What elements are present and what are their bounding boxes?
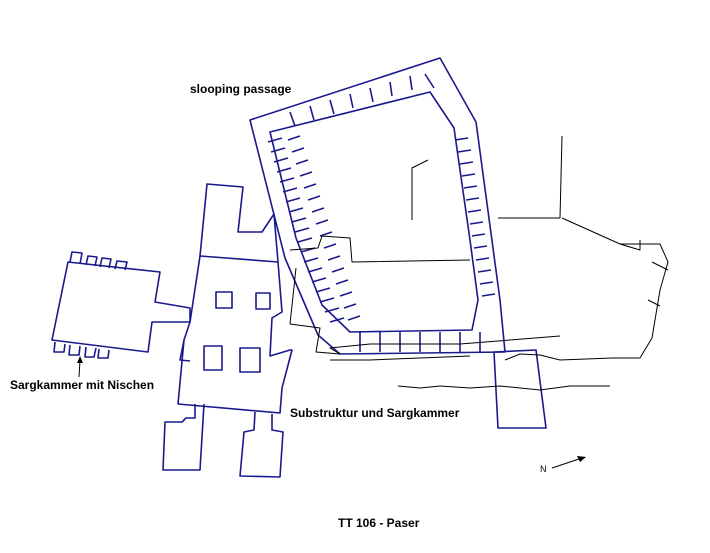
lower-room-right [239,411,284,478]
north-arrow [551,456,586,469]
upper-side-room [199,183,279,263]
central-hall-outline [177,255,293,414]
right-chamber [493,349,547,429]
side-recess [179,339,191,362]
burial-chamber-outline [51,261,191,353]
sloping-passage-label: slooping passage [190,82,292,96]
pillar [203,345,223,371]
context-line-left [411,159,429,220]
pillar [215,291,233,309]
passage-steps-mid [287,135,361,321]
context-outline [289,135,669,361]
passage-steps-left [267,137,345,323]
context-corridor [289,267,561,361]
passage-bottom-steps [359,332,481,352]
substructure-label: Substruktur und Sargkammer [290,406,460,420]
burial-chamber-niches-top [69,251,128,271]
passage-steps-top [289,73,435,127]
north-label: N [540,464,547,474]
burial-chamber-label: Sargkammer mit Nischen [10,378,155,392]
pillar [255,292,271,310]
context-right-wall [619,240,669,307]
plan-title: TT 106 - Paser [338,516,420,530]
context-bottom-line [397,385,610,391]
burial-chamber-niches-bottom [53,341,110,359]
passage-steps-right [454,137,496,297]
pillar [239,347,261,373]
lower-room-left [162,403,205,471]
